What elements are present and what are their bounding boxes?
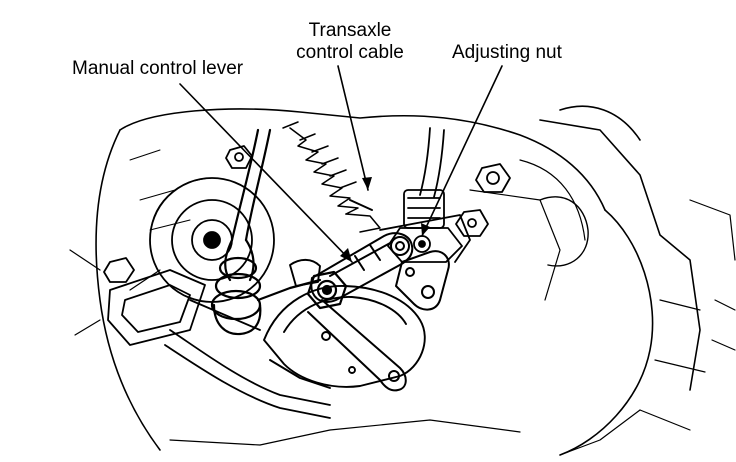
transaxle-case: [69, 105, 736, 456]
cable-spring: [282, 121, 381, 233]
label-manual-control-lever: Manual control lever: [72, 58, 244, 79]
differential-housing: [129, 177, 275, 303]
leader-transaxle-control-cable: [337, 65, 369, 191]
shift-link-arm: [395, 250, 450, 311]
leader-manual-control-lever: [179, 83, 353, 263]
label-adjusting-nut: Adjusting nut: [452, 42, 562, 63]
leader-lines: [179, 65, 503, 263]
label-transaxle-control-cable-line1: Transaxle: [308, 20, 392, 41]
bracket-plate: [263, 258, 426, 389]
pivot-nut: [306, 270, 348, 310]
label-transaxle-control-cable-line2: control cable: [296, 42, 404, 63]
label-transaxle-control-cable: Transaxle control cable: [290, 20, 410, 64]
case-bolts: [103, 145, 511, 283]
linkage-rod: [107, 269, 331, 419]
control-cable: [210, 128, 322, 336]
lower-lever: [307, 299, 407, 392]
manual-control-lever-arm: [310, 232, 414, 303]
leader-adjusting-nut: [421, 65, 503, 237]
leader-arrowheads: [340, 177, 430, 262]
cable-fitting: [379, 127, 471, 263]
